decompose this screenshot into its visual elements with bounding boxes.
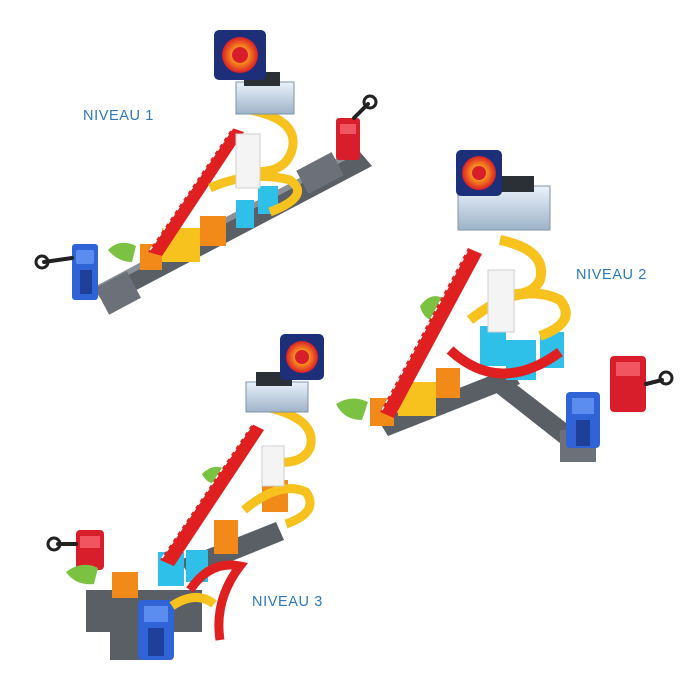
- leaf-ramp-2: [336, 398, 368, 420]
- fireball-screen: [456, 150, 551, 231]
- level-3-label: NIVEAU 3: [252, 594, 323, 610]
- level-1-label: NIVEAU 1: [83, 108, 154, 124]
- level-3-playset: [46, 334, 324, 660]
- right-tower: [610, 356, 674, 412]
- leaf-ramp: [66, 564, 98, 585]
- yellow-spiral: [466, 235, 571, 341]
- right-tower: [336, 94, 378, 160]
- leaf-ramp: [108, 242, 136, 262]
- base-track: [95, 146, 372, 315]
- track-blocks: [140, 186, 278, 270]
- fireball-screen: [214, 30, 295, 115]
- red-ramp: [380, 248, 482, 418]
- fireball-screen: [245, 334, 324, 413]
- launcher-tower: [138, 600, 174, 660]
- red-loop: [186, 560, 248, 641]
- level-1-playset: [34, 30, 378, 315]
- right-tower: [46, 530, 104, 570]
- level-2-label: NIVEAU 2: [576, 267, 647, 283]
- launcher-tower: [34, 244, 98, 300]
- launcher-tower: [566, 392, 600, 448]
- yellow-spiral: [169, 403, 316, 610]
- yellow-spiral: [208, 105, 302, 217]
- red-ramp: [160, 424, 264, 566]
- red-ramp: [148, 128, 244, 256]
- level-2-playset: [336, 150, 674, 462]
- red-loop: [446, 346, 563, 379]
